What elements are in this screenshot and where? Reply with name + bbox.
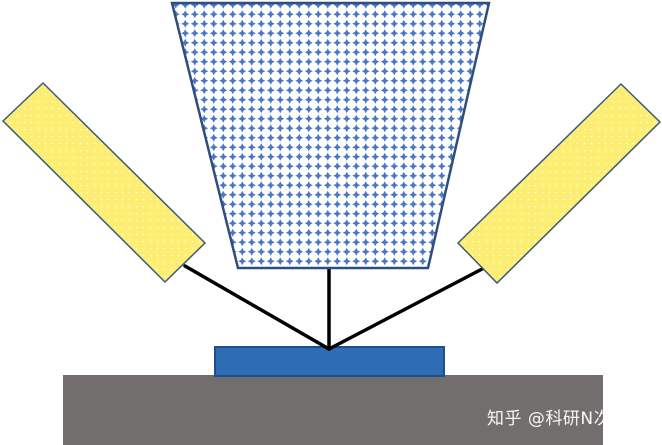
right-beam-line [327,266,486,351]
watermark-text: 知乎 @科研N次方 [487,409,629,429]
beam-lines [183,264,486,351]
central-detector-trapezoid [170,1,491,270]
stage-base [63,375,603,445]
sample-plate [214,346,445,377]
right-angled-panel [456,82,662,285]
left-beam-line [183,264,331,351]
left-angled-panel [1,81,207,284]
